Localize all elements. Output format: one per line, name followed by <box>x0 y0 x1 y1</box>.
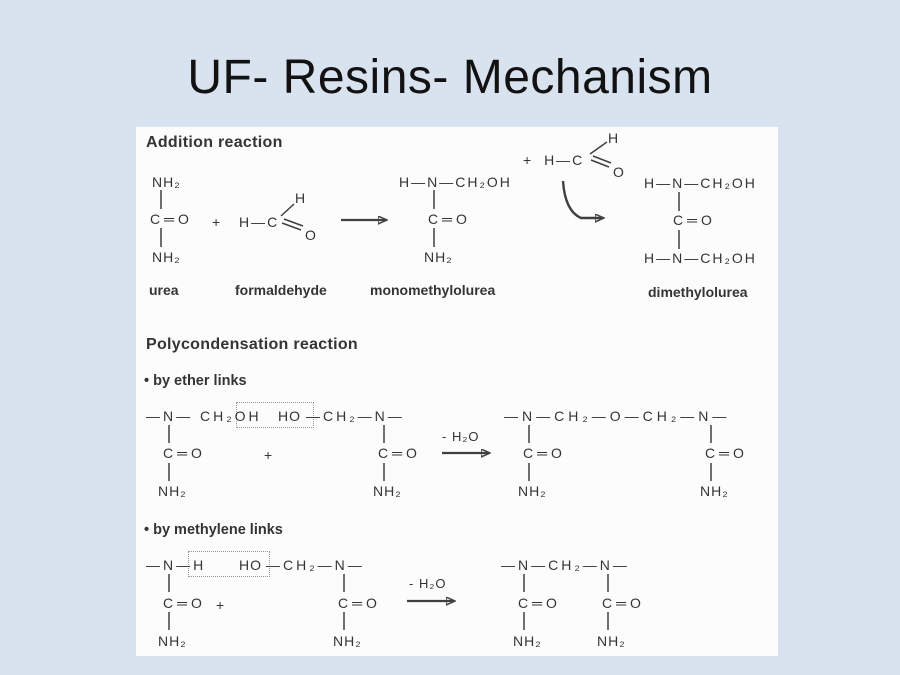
formaldehyde-diagonal-bonds <box>280 203 304 231</box>
methylene-product-vertical-bonds <box>523 574 609 630</box>
ether-minus-h2o-label: - H₂O <box>442 429 480 444</box>
methylene-links-subheading: • by methylene links <box>144 522 283 538</box>
ether-left-nh2-2: NH₂ <box>373 483 402 499</box>
formaldehyde-hc: H—C <box>239 214 280 230</box>
ether-left-chain: —CH₂—N— <box>306 408 405 424</box>
methylene-product-carbonyl-2: C═O <box>602 595 645 611</box>
urea-label: urea <box>149 282 179 298</box>
dimethylolurea-label: dimethylolurea <box>648 284 748 300</box>
plus-sign-1: + <box>212 214 222 230</box>
methylene-left-n-h: —N—H <box>146 557 207 573</box>
ether-links-subheading: • by ether links <box>144 373 247 389</box>
ether-left-carbonyl-1: C═O <box>163 445 206 461</box>
addition-heading: Addition reaction <box>146 134 283 151</box>
formaldehyde2-diagonal-bonds <box>589 141 612 168</box>
methylene-left-carbonyl-2: C═O <box>338 595 381 611</box>
ether-product-chain: —N—CH₂—O—CH₂—N— <box>504 408 731 424</box>
formaldehyde-h-top: H <box>295 190 307 206</box>
ether-left-vertical-bonds <box>168 425 385 481</box>
monomethylolurea-top-chain: H—N—CH₂OH <box>399 174 512 190</box>
methylene-minus-h2o-label: - H₂O <box>409 576 447 591</box>
methylene-hydrogen-bond-box <box>188 551 270 577</box>
methylene-product-carbonyl-1: C═O <box>518 595 561 611</box>
methylene-left-chain: —CH₂—N— <box>266 557 365 573</box>
ether-hydrogen-bond-box <box>236 402 314 428</box>
urea-nh2-top: NH₂ <box>152 174 181 190</box>
formaldehyde-label: formaldehyde <box>235 282 327 298</box>
curved-reaction-arrow <box>561 180 603 218</box>
ether-left-nh2-1: NH₂ <box>158 483 187 499</box>
ether-product-carbonyl-2: C═O <box>705 445 748 461</box>
ether-product-vertical-bonds <box>528 425 712 481</box>
ether-product-nh2-1: NH₂ <box>518 483 547 499</box>
formaldehyde2-hc: + H—C <box>523 152 585 168</box>
slide-title: UF- Resins- Mechanism <box>187 51 713 104</box>
ether-plus-sign: + <box>264 447 274 463</box>
methylene-left-ho: HO <box>239 557 262 573</box>
polycondensation-heading: Polycondensation reaction <box>146 336 358 353</box>
dimethylolurea-top-chain: H—N—CH₂OH <box>644 175 757 191</box>
methylene-left-vertical-bonds <box>168 574 345 630</box>
methylene-left-nh2-2: NH₂ <box>333 633 362 649</box>
urea-nh2-bottom: NH₂ <box>152 249 181 265</box>
methylene-product-chain: —N—CH₂—N— <box>501 557 630 573</box>
formaldehyde-o: O <box>305 227 317 243</box>
methylene-left-nh2-1: NH₂ <box>158 633 187 649</box>
methylene-left-carbonyl-1: C═O <box>163 595 206 611</box>
urea-carbonyl: C═O <box>150 211 193 227</box>
monomethylolurea-carbonyl: C═O <box>428 211 471 227</box>
dimethylolurea-bottom-chain: H—N—CH₂OH <box>644 250 757 266</box>
ether-product-nh2-2: NH₂ <box>700 483 729 499</box>
methylene-product-nh2-1: NH₂ <box>513 633 542 649</box>
ether-left-ho: HO <box>278 408 301 424</box>
methylene-plus-sign: + <box>216 597 226 613</box>
ether-product-carbonyl-1: C═O <box>523 445 566 461</box>
bond-lines-overlay <box>160 141 712 630</box>
methylene-product-nh2-2: NH₂ <box>597 633 626 649</box>
mechanism-figure-panel: Addition reaction NH₂ C═O NH₂ urea + H—C… <box>136 127 778 656</box>
formaldehyde2-o: O <box>613 164 625 180</box>
monomethylolurea-label: monomethylolurea <box>370 282 496 298</box>
dimethylolurea-carbonyl: C═O <box>673 212 716 228</box>
ether-left-carbonyl-2: C═O <box>378 445 421 461</box>
ether-left-n-ch2oh: —N— CH₂OH <box>146 408 262 424</box>
formaldehyde2-h-top: H <box>608 130 620 146</box>
monomethylolurea-nh2: NH₂ <box>424 249 453 265</box>
